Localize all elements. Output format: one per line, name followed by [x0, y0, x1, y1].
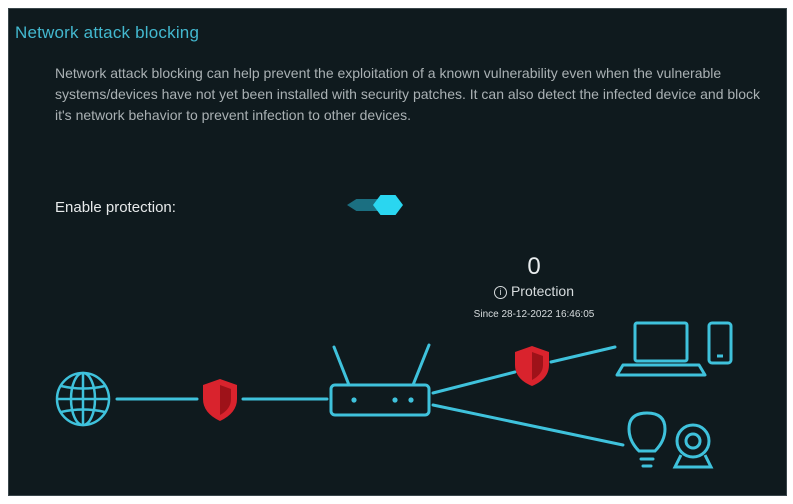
lightbulb-icon — [627, 411, 667, 468]
globe-icon — [55, 371, 111, 427]
phone-icon — [707, 321, 733, 365]
info-icon[interactable]: i — [493, 286, 507, 299]
webcam-icon — [672, 423, 714, 469]
link-router-iot — [431, 403, 625, 447]
shield-icon — [515, 346, 549, 386]
link-router-shield — [431, 370, 517, 395]
network-diagram — [55, 321, 733, 469]
laptop-icon — [615, 321, 707, 377]
blocked-attacks-count: 0 — [527, 253, 541, 280]
network-attack-blocking-panel: Network attack blocking Network attack b… — [8, 8, 787, 496]
enable-protection-toggle[interactable] — [345, 193, 405, 215]
shield-icon — [203, 379, 237, 421]
section-description: Network attack blocking can help prevent… — [55, 65, 761, 123]
toggle-knob — [373, 195, 403, 215]
protection-since-text: Since 28-12-2022 16:46:05 — [473, 309, 595, 320]
section-title: Network attack blocking — [15, 23, 200, 42]
protection-status-label: Protection — [510, 283, 575, 299]
router-icon — [329, 343, 431, 417]
enable-protection-label: Enable protection: — [55, 199, 176, 216]
link-shield-laptop — [549, 345, 617, 364]
